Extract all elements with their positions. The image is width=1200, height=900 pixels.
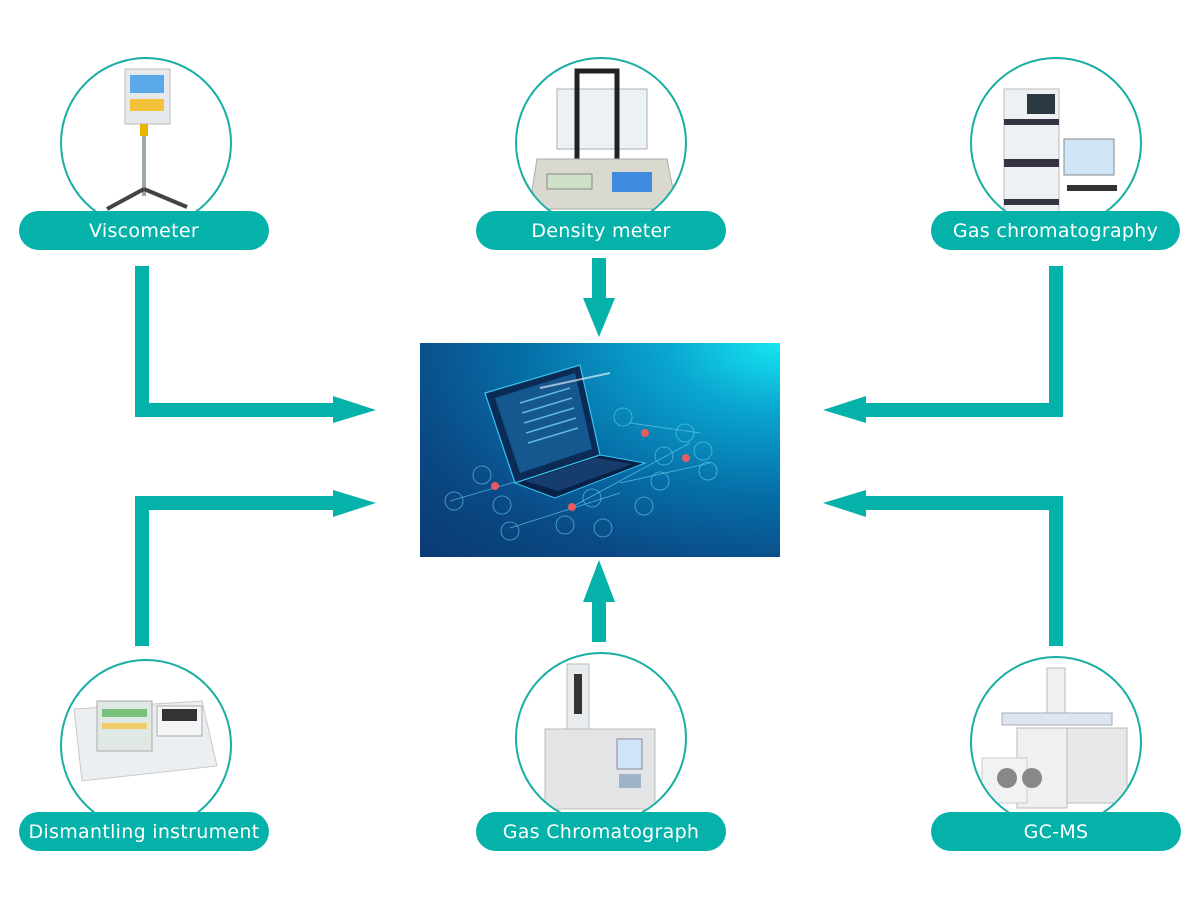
refractometer-device-icon (60, 659, 232, 831)
arrow-dismantling-to-hub (135, 490, 376, 646)
gas-chromatograph-label: Gas Chromatograph (476, 812, 726, 851)
arrow-gas-chromatography-to-hub (823, 266, 1063, 423)
viscometer-device-icon (60, 57, 232, 229)
gc-ms-label: GC-MS (931, 812, 1181, 851)
laptop-network-icon (444, 364, 718, 541)
arrow-density-to-hub (583, 258, 615, 337)
density-meter-device-icon (515, 57, 687, 229)
hub-laptop-illustration (420, 343, 780, 557)
arrow-gc-ms-to-hub (823, 490, 1063, 646)
gas-chromatograph-device-icon (515, 652, 687, 824)
arrow-gas-chromatograph-to-hub (583, 560, 615, 642)
viscometer-label: Viscometer (19, 211, 269, 250)
gc-ms-device-icon (970, 656, 1142, 828)
arrow-viscometer-to-hub (135, 266, 376, 423)
dismantling-instrument-label: Dismantling instrument (19, 812, 269, 851)
gas-chromatography-label: Gas chromatography (931, 211, 1180, 250)
density-meter-label: Density meter (476, 211, 726, 250)
chromatography-system-icon (970, 57, 1142, 229)
